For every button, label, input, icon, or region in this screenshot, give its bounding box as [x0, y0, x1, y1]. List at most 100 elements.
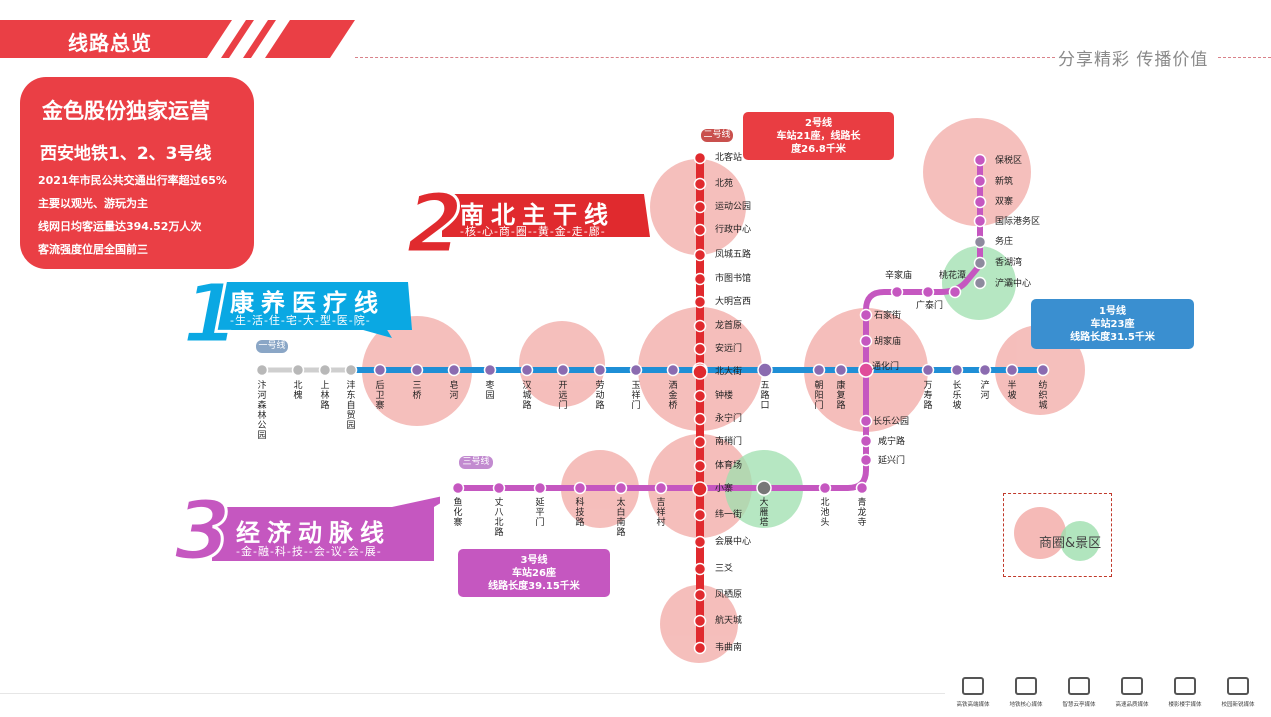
station-label: 朝阳门 [814, 381, 824, 411]
station-label: 吉祥村 [656, 498, 666, 528]
station-label: 科技路 [575, 498, 585, 528]
footer-item: 高速品质媒体 [1106, 677, 1158, 708]
line1-station [629, 363, 643, 377]
legend-scenic-circle [1060, 521, 1100, 561]
subway-icon [1015, 677, 1037, 695]
station-label: 香湖湾 [995, 258, 1023, 268]
line3-station [948, 285, 962, 299]
station-label: 双寨 [995, 197, 1014, 207]
station-label: 小寨 [715, 484, 734, 494]
footer-item: 楼影楼宇媒体 [1159, 677, 1211, 708]
line2-title: 南北主干线 [460, 201, 615, 229]
station-label: 鱼化寨 [453, 498, 463, 528]
legend-label: 商圈&景区 [1039, 536, 1102, 551]
station-label: 务庄 [995, 237, 1014, 247]
line3-station [855, 481, 869, 495]
station-label: 南稍门 [715, 437, 743, 447]
line1-station [410, 363, 424, 377]
line3-station [973, 195, 987, 209]
line1-banner: 1 康养医疗线 -生-活-住-宅-大-型-医-院- [180, 272, 412, 357]
kiosk-icon [1068, 677, 1090, 695]
line3-tag: 三号线 [459, 456, 493, 469]
station-label: 体育场 [715, 461, 743, 471]
line3-station [973, 235, 987, 249]
line1-info-box: 1号线 车站23座 线路长度31.5千米 [1031, 299, 1194, 349]
line2-station [693, 459, 707, 473]
line2-station [693, 389, 707, 403]
line3-station [859, 334, 873, 348]
station-label: 纬一街 [715, 510, 743, 520]
line3-station [654, 481, 668, 495]
line2-station [693, 151, 707, 165]
line2-station [692, 481, 708, 497]
line3-station [533, 481, 547, 495]
slogan: 分享精彩 传播价值 [1058, 50, 1209, 70]
station-label: 汴河森林公园 [257, 381, 267, 441]
line1-station [921, 363, 935, 377]
station-label: 半坡 [1007, 381, 1017, 401]
station-label: 通化门 [872, 362, 900, 372]
line2-station [693, 435, 707, 449]
line2-station [693, 319, 707, 333]
line1-station [556, 363, 570, 377]
line3-station [973, 214, 987, 228]
line3-station [973, 256, 987, 270]
divider [1218, 57, 1271, 58]
line3-box-line: 车站26座 [512, 567, 556, 579]
station-label: 大明宫西 [715, 297, 752, 307]
line1-station [834, 363, 848, 377]
map-legend: 商圈&景区 [1003, 493, 1112, 577]
line2-box-line: 2号线 [805, 117, 832, 129]
line1-tag: 一号线 [256, 340, 288, 353]
line2-station [693, 295, 707, 309]
line3-station [451, 481, 465, 495]
line3-station [859, 414, 873, 428]
highway-icon [1121, 677, 1143, 695]
station-label: 市图书馆 [715, 274, 752, 284]
line3-station [973, 153, 987, 167]
station-label: 胡家庙 [874, 337, 902, 347]
line3-station [858, 362, 874, 378]
line2-station [693, 272, 707, 286]
line1-station [344, 363, 358, 377]
station-label: 纺织城 [1038, 381, 1048, 411]
station-label: 北客站 [715, 153, 743, 163]
station-label: 三桥 [412, 381, 422, 401]
station-label: 汉城路 [522, 381, 532, 411]
line3-station [973, 276, 987, 290]
station-label: 桃花潭 [939, 271, 967, 281]
line2-box-line: 度26.8千米 [791, 143, 846, 155]
station-label: 咸宁路 [878, 437, 906, 447]
footer-item: 智慧云亭媒体 [1053, 677, 1105, 708]
station-label: 安远门 [715, 344, 743, 354]
line2-box-line: 车站21座，线路长 [776, 130, 861, 142]
station-label: 国际港务区 [995, 217, 1041, 227]
station-label: 开远门 [558, 381, 568, 411]
line2-info-box: 2号线 车站21座，线路长 度26.8千米 [743, 112, 894, 160]
train-icon [962, 677, 984, 695]
line3-station [859, 453, 873, 467]
line1-box-line: 1号线 [1099, 305, 1126, 317]
line3-info-box: 3号线 车站26座 线路长度39.15千米 [458, 549, 610, 597]
line2-station [693, 200, 707, 214]
station-label: 保税区 [995, 156, 1023, 166]
station-label: 上林路 [320, 381, 330, 411]
line2-station [693, 412, 707, 426]
line3-station [890, 285, 904, 299]
line1-station [373, 363, 387, 377]
line3-station [921, 285, 935, 299]
line2-station [692, 364, 708, 380]
line1-station [1036, 363, 1050, 377]
fact-line: 客流强度位居全国前三 [38, 243, 148, 256]
station-label: 后卫寨 [375, 381, 385, 411]
station-label: 玉祥门 [631, 381, 641, 411]
line2-banner-shape [442, 194, 650, 237]
line2-station [693, 562, 707, 576]
line2-station [693, 223, 707, 237]
divider [355, 57, 1055, 58]
line1-station [950, 363, 964, 377]
station-label: 永宁门 [715, 414, 743, 424]
line3-station [818, 481, 832, 495]
operator-info-card: 金色股份独家运营 西安地铁1、2、3号线 2021年市民公共交通出行率超过65%… [20, 77, 254, 269]
line1-number: 1 [180, 267, 240, 362]
